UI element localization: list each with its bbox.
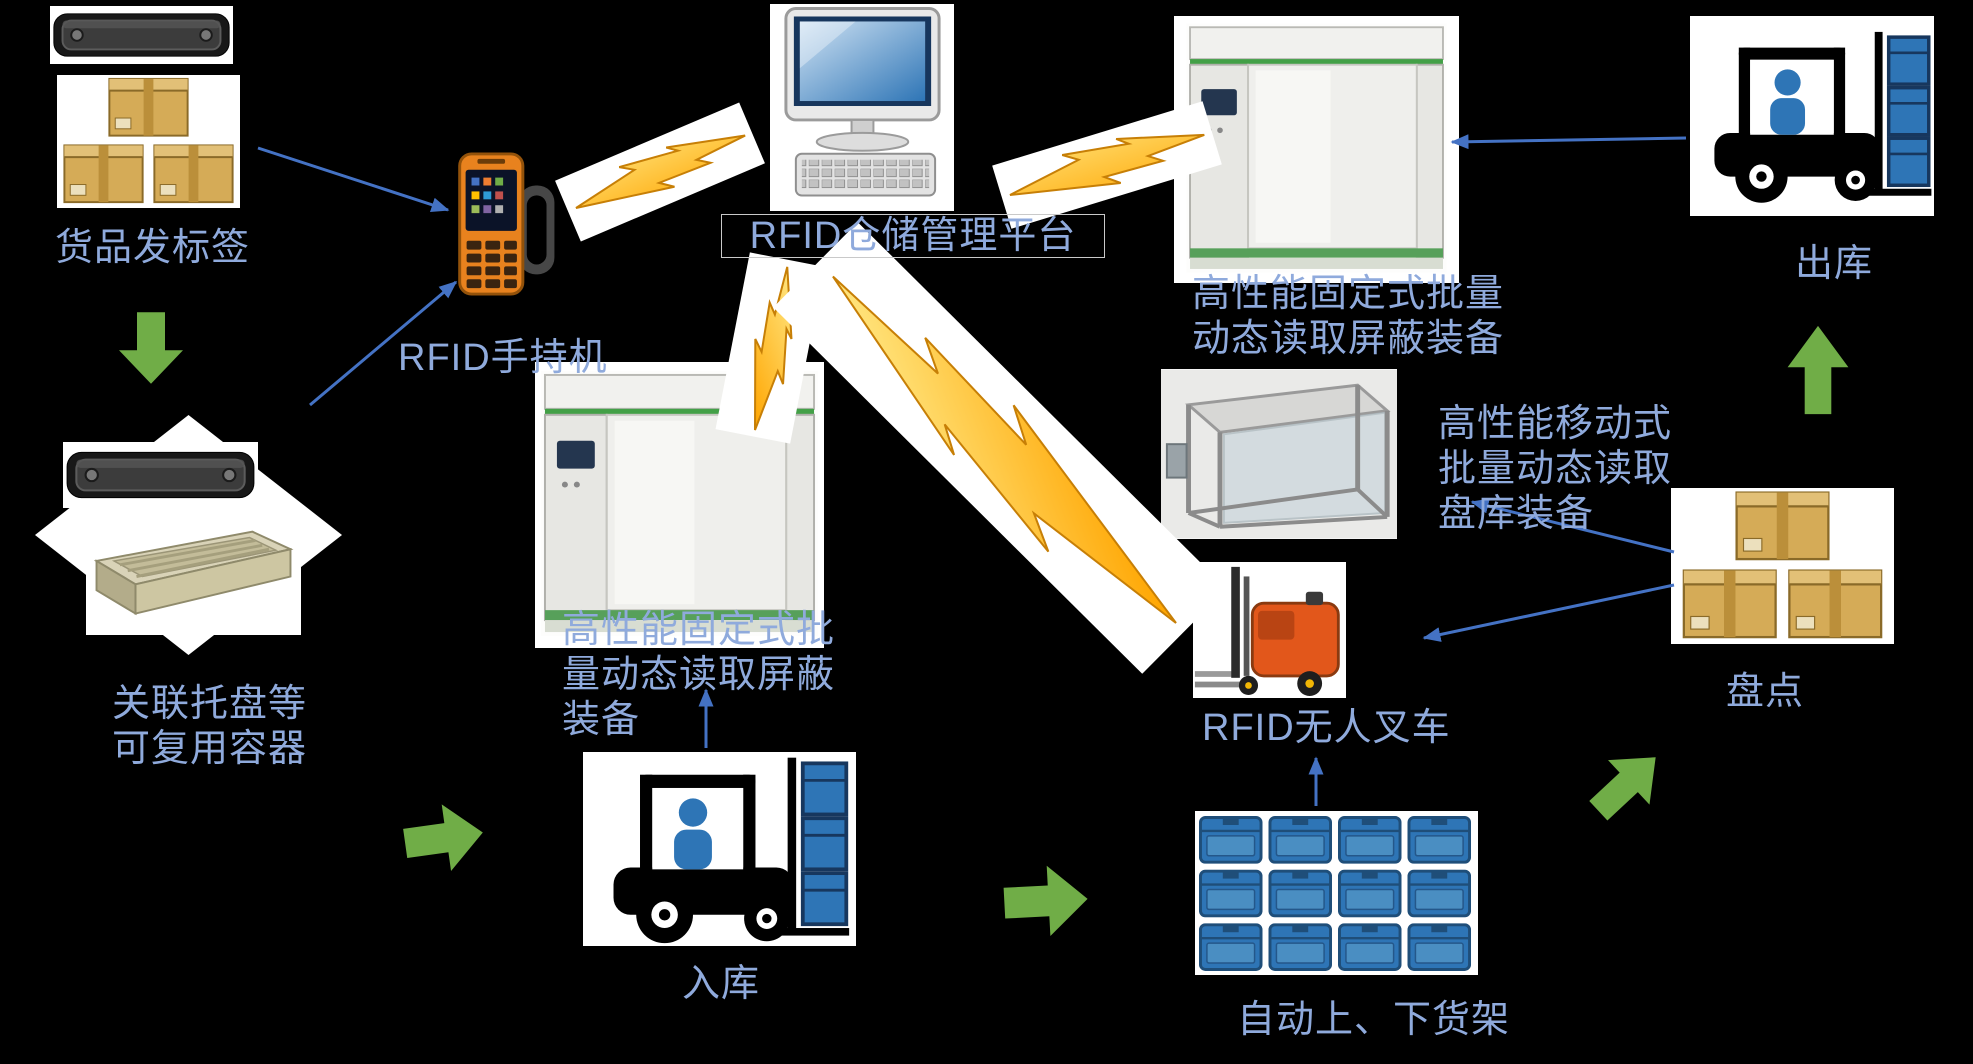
shielding-gate-icon (535, 362, 824, 648)
label-inbound: 入库 (682, 963, 761, 1005)
goods-cartons-image (57, 75, 240, 208)
label-handheld: RFID手持机 (398, 337, 608, 379)
arrow-goods-to-handheld (257, 146, 450, 213)
rfid-tag-icon (50, 6, 233, 64)
desktop-computer-icon (770, 4, 954, 211)
pallet-tag-image (63, 442, 258, 508)
label-outbound: 出库 (1795, 243, 1874, 285)
agv-forklift-image (1193, 562, 1346, 698)
rfid-tag-icon (63, 442, 258, 508)
agv-forklift-icon (1193, 562, 1346, 698)
racking-image (1195, 811, 1478, 975)
arrow-stocktake-to-agv (1422, 583, 1675, 642)
green-arrow-to-racking (1002, 863, 1090, 939)
label-pallet: 关联托盘等 可复用容器 (112, 683, 308, 770)
label-stocktake: 盘点 (1726, 671, 1805, 713)
inbound-forklift-image (583, 752, 856, 946)
pallet-tray-icon (86, 520, 301, 635)
stocktake-cartons-image (1671, 488, 1894, 644)
pallet-tray-image (86, 520, 301, 635)
carton-stack-icon (1671, 488, 1894, 644)
gate-right-image (1174, 16, 1459, 283)
outbound-forklift-image (1690, 16, 1934, 216)
green-arrow-down (119, 312, 183, 384)
platform-title-box: RFID仓储管理平台 (721, 214, 1105, 258)
carton-stack-icon (57, 75, 240, 208)
platform-computer-image (770, 4, 954, 211)
blue-racking-icon (1195, 811, 1478, 975)
shielding-gate-icon (1174, 16, 1459, 283)
label-racking: 自动上、下货架 (1237, 999, 1511, 1041)
forklift-icon (1690, 16, 1934, 216)
gate-center-image (535, 362, 824, 648)
mobile-reader-frame-image (1161, 369, 1397, 539)
label-goods-tag: 货品发标签 (55, 227, 251, 269)
lightning-platform-agv (773, 222, 1227, 677)
label-agv: RFID无人叉车 (1202, 707, 1451, 749)
arrow-outbound-to-gate-right (1450, 134, 1687, 150)
green-arrow-to-outbound (1787, 325, 1849, 415)
handheld-reader-icon (455, 148, 567, 298)
label-gate-right: 高性能固定式批量 动态读取屏蔽装备 (1192, 273, 1505, 360)
green-arrow-to-inbound (400, 799, 488, 877)
forklift-icon (583, 752, 856, 946)
label-gate-center: 高性能固定式批 量动态读取屏蔽 装备 (562, 609, 836, 741)
green-arrow-to-stocktake (1577, 735, 1677, 833)
mobile-frame-icon (1161, 369, 1397, 539)
label-platform: RFID仓储管理平台 (749, 214, 1077, 257)
rfid-tag-image (50, 6, 233, 64)
label-mobile-reader: 高性能移动式 批量动态读取 盘库装备 (1438, 403, 1673, 535)
